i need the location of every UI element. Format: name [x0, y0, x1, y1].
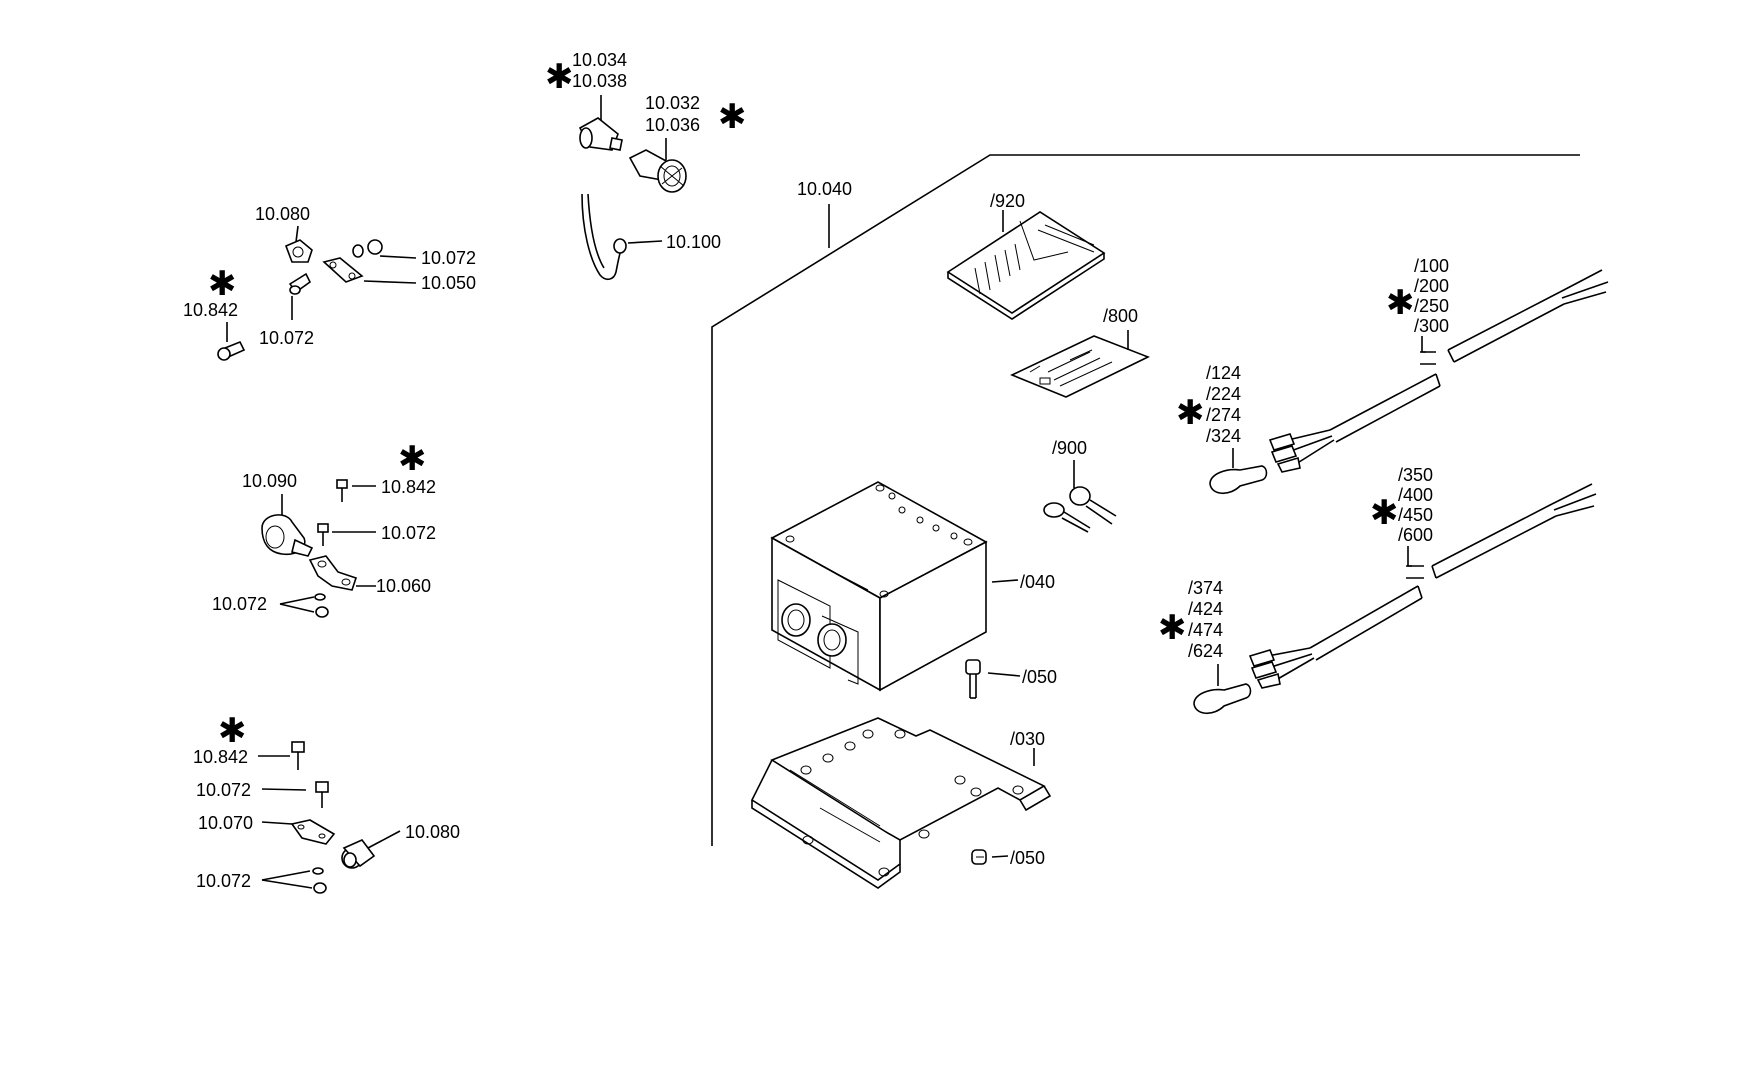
- label-224: /224: [1206, 384, 1241, 404]
- control-box-040: /040: [770, 481, 1055, 692]
- label-10-072: 10.072: [259, 328, 314, 348]
- label-124: /124: [1206, 363, 1241, 383]
- bracket-group-bottom: ✱ 10.842 10.072 10.070 10.080 10.072: [193, 711, 460, 894]
- assembly-outline: 10.040: [711, 154, 1580, 846]
- connector-plug-10-034: ✱ 10.034 10.038: [545, 50, 627, 151]
- marker-star: ✱: [208, 264, 237, 304]
- label-10-072: 10.072: [212, 594, 267, 614]
- clamp-group-middle: 10.090 ✱ 10.842 10.072 10.060 10.072: [212, 439, 436, 618]
- cable-harness-lower: /350 /400 ✱ /450 /600 /374 /424 ✱ /474 /…: [1158, 465, 1597, 715]
- label-350: /350: [1398, 465, 1433, 485]
- label-920: /920: [990, 191, 1025, 211]
- label-374: /374: [1188, 578, 1223, 598]
- label-274: /274: [1206, 405, 1241, 425]
- seal-900: /900: [1043, 438, 1117, 533]
- label-600: /600: [1398, 525, 1433, 545]
- label-10-080: 10.080: [405, 822, 460, 842]
- label-10-072: 10.072: [196, 871, 251, 891]
- label-10-060: 10.060: [376, 576, 431, 596]
- label-450: /450: [1398, 505, 1433, 525]
- connector-socket-10-032: 10.032 10.036 ✱: [628, 93, 747, 193]
- bracket-group-top: 10.080 10.072 10.050 10.072 ✱ 10.842: [183, 204, 476, 361]
- marker-star: ✱: [718, 97, 747, 137]
- label-10-100: 10.100: [666, 232, 721, 252]
- label-040: /040: [1020, 572, 1055, 592]
- marker-star: ✱: [1176, 393, 1205, 433]
- screw-050: /050: [965, 659, 1057, 699]
- marker-star: ✱: [1158, 608, 1187, 648]
- label-300: /300: [1414, 316, 1449, 336]
- label-800: /800: [1103, 306, 1138, 326]
- label-10-032: 10.032: [645, 93, 700, 113]
- marker-star: ✱: [545, 57, 574, 97]
- label-10-034: 10.034: [572, 50, 627, 70]
- label-10-842: 10.842: [183, 300, 238, 320]
- mounting-plate-030: /030: [750, 717, 1052, 889]
- label-050: /050: [1022, 667, 1057, 687]
- marker-star: ✱: [218, 711, 247, 751]
- label-250: /250: [1414, 296, 1449, 316]
- label-100: /100: [1414, 256, 1449, 276]
- label-400: /400: [1398, 485, 1433, 505]
- label-10-036: 10.036: [645, 115, 700, 135]
- label-10-842: 10.842: [193, 747, 248, 767]
- label-10-090: 10.090: [242, 471, 297, 491]
- nut-050: /050: [971, 848, 1045, 868]
- label-10-072: 10.072: [196, 780, 251, 800]
- label-474: /474: [1188, 620, 1223, 640]
- label-10-070: 10.070: [198, 813, 253, 833]
- marker-star: ✱: [1386, 283, 1415, 323]
- label-030: /030: [1010, 729, 1045, 749]
- label-10-040: 10.040: [797, 179, 852, 199]
- label-200: /200: [1414, 276, 1449, 296]
- label-624: /624: [1188, 641, 1223, 661]
- label-900: /900: [1052, 438, 1087, 458]
- label-10-842: 10.842: [381, 477, 436, 497]
- marker-star: ✱: [1370, 493, 1399, 533]
- cable-strap-10-100: 10.100: [581, 193, 721, 281]
- label-10-080: 10.080: [255, 204, 310, 224]
- plate-800: /800: [1010, 306, 1150, 398]
- label-10-072: 10.072: [421, 248, 476, 268]
- booklet-920: /920: [946, 191, 1106, 320]
- label-424: /424: [1188, 599, 1223, 619]
- cable-harness-upper: /100 /200 ✱ /250 /300 /124 /224 ✱ /274 /…: [1176, 256, 1609, 495]
- label-050: /050: [1010, 848, 1045, 868]
- label-324: /324: [1206, 426, 1241, 446]
- label-10-038: 10.038: [572, 71, 627, 91]
- label-10-050: 10.050: [421, 273, 476, 293]
- label-10-072: 10.072: [381, 523, 436, 543]
- marker-star: ✱: [398, 439, 427, 479]
